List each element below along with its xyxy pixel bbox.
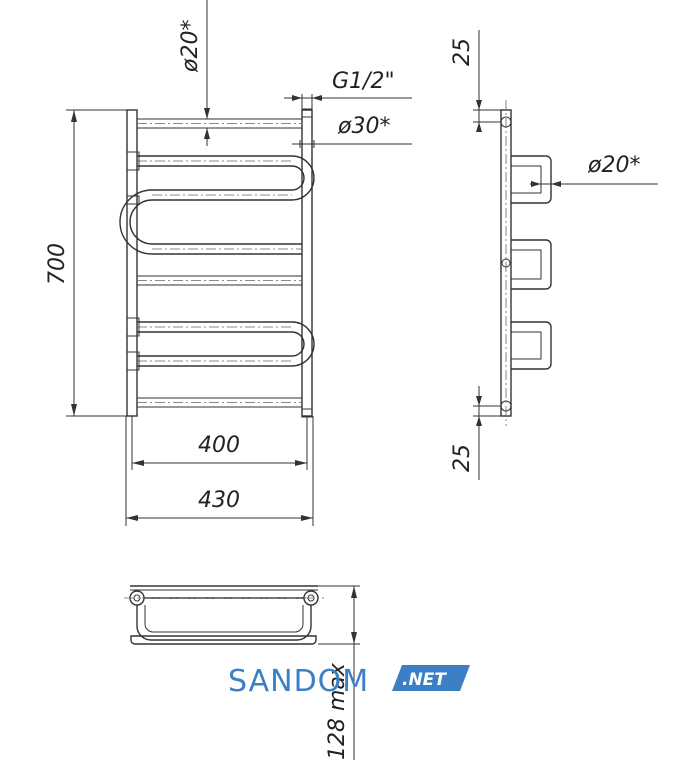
top-connector xyxy=(301,108,313,118)
dimension-width-inner: 400 xyxy=(131,416,308,470)
logo-main-text: SANDOM xyxy=(228,664,369,699)
sandom-logo: SANDOM .NET xyxy=(228,664,470,699)
side-loop-3 xyxy=(511,321,552,370)
dimension-side-tube: ø20* xyxy=(530,153,658,190)
dimension-connector: G1/2" ø30* xyxy=(284,69,412,148)
right-post xyxy=(301,109,313,417)
side-tube-label: ø20* xyxy=(587,153,640,178)
serpentine-tube-outer xyxy=(129,155,315,367)
width-inner-label: 400 xyxy=(198,433,240,458)
logo-suffix-badge xyxy=(392,665,470,691)
top-view xyxy=(124,585,324,645)
width-outer-label: 430 xyxy=(198,488,240,513)
offset-top-label: 25 xyxy=(450,38,475,66)
dimension-height: 700 xyxy=(45,109,127,417)
dimension-offset-bottom: 25 xyxy=(450,386,501,480)
offset-bottom-label: 25 xyxy=(450,444,475,472)
height-label: 700 xyxy=(45,243,70,285)
dimension-depth: 128 max xyxy=(318,585,360,760)
side-loop-2 xyxy=(511,239,552,290)
front-view xyxy=(119,108,315,418)
serpentine-tube-inner xyxy=(119,165,305,357)
side-loop-1 xyxy=(511,155,552,204)
depth-label: 128 max xyxy=(325,662,350,760)
tube-top-label: ø20* xyxy=(178,20,203,73)
dimension-tube-top: ø20* xyxy=(178,0,210,146)
top-view-tube xyxy=(136,597,312,641)
connector-diameter-label: ø30* xyxy=(337,114,390,139)
dimension-width-outer: 430 xyxy=(125,416,314,526)
dimension-offset-top: 25 xyxy=(450,30,501,132)
logo-suffix-text: .NET xyxy=(402,670,447,690)
thread-label: G1/2" xyxy=(332,69,395,94)
side-view xyxy=(500,100,552,426)
